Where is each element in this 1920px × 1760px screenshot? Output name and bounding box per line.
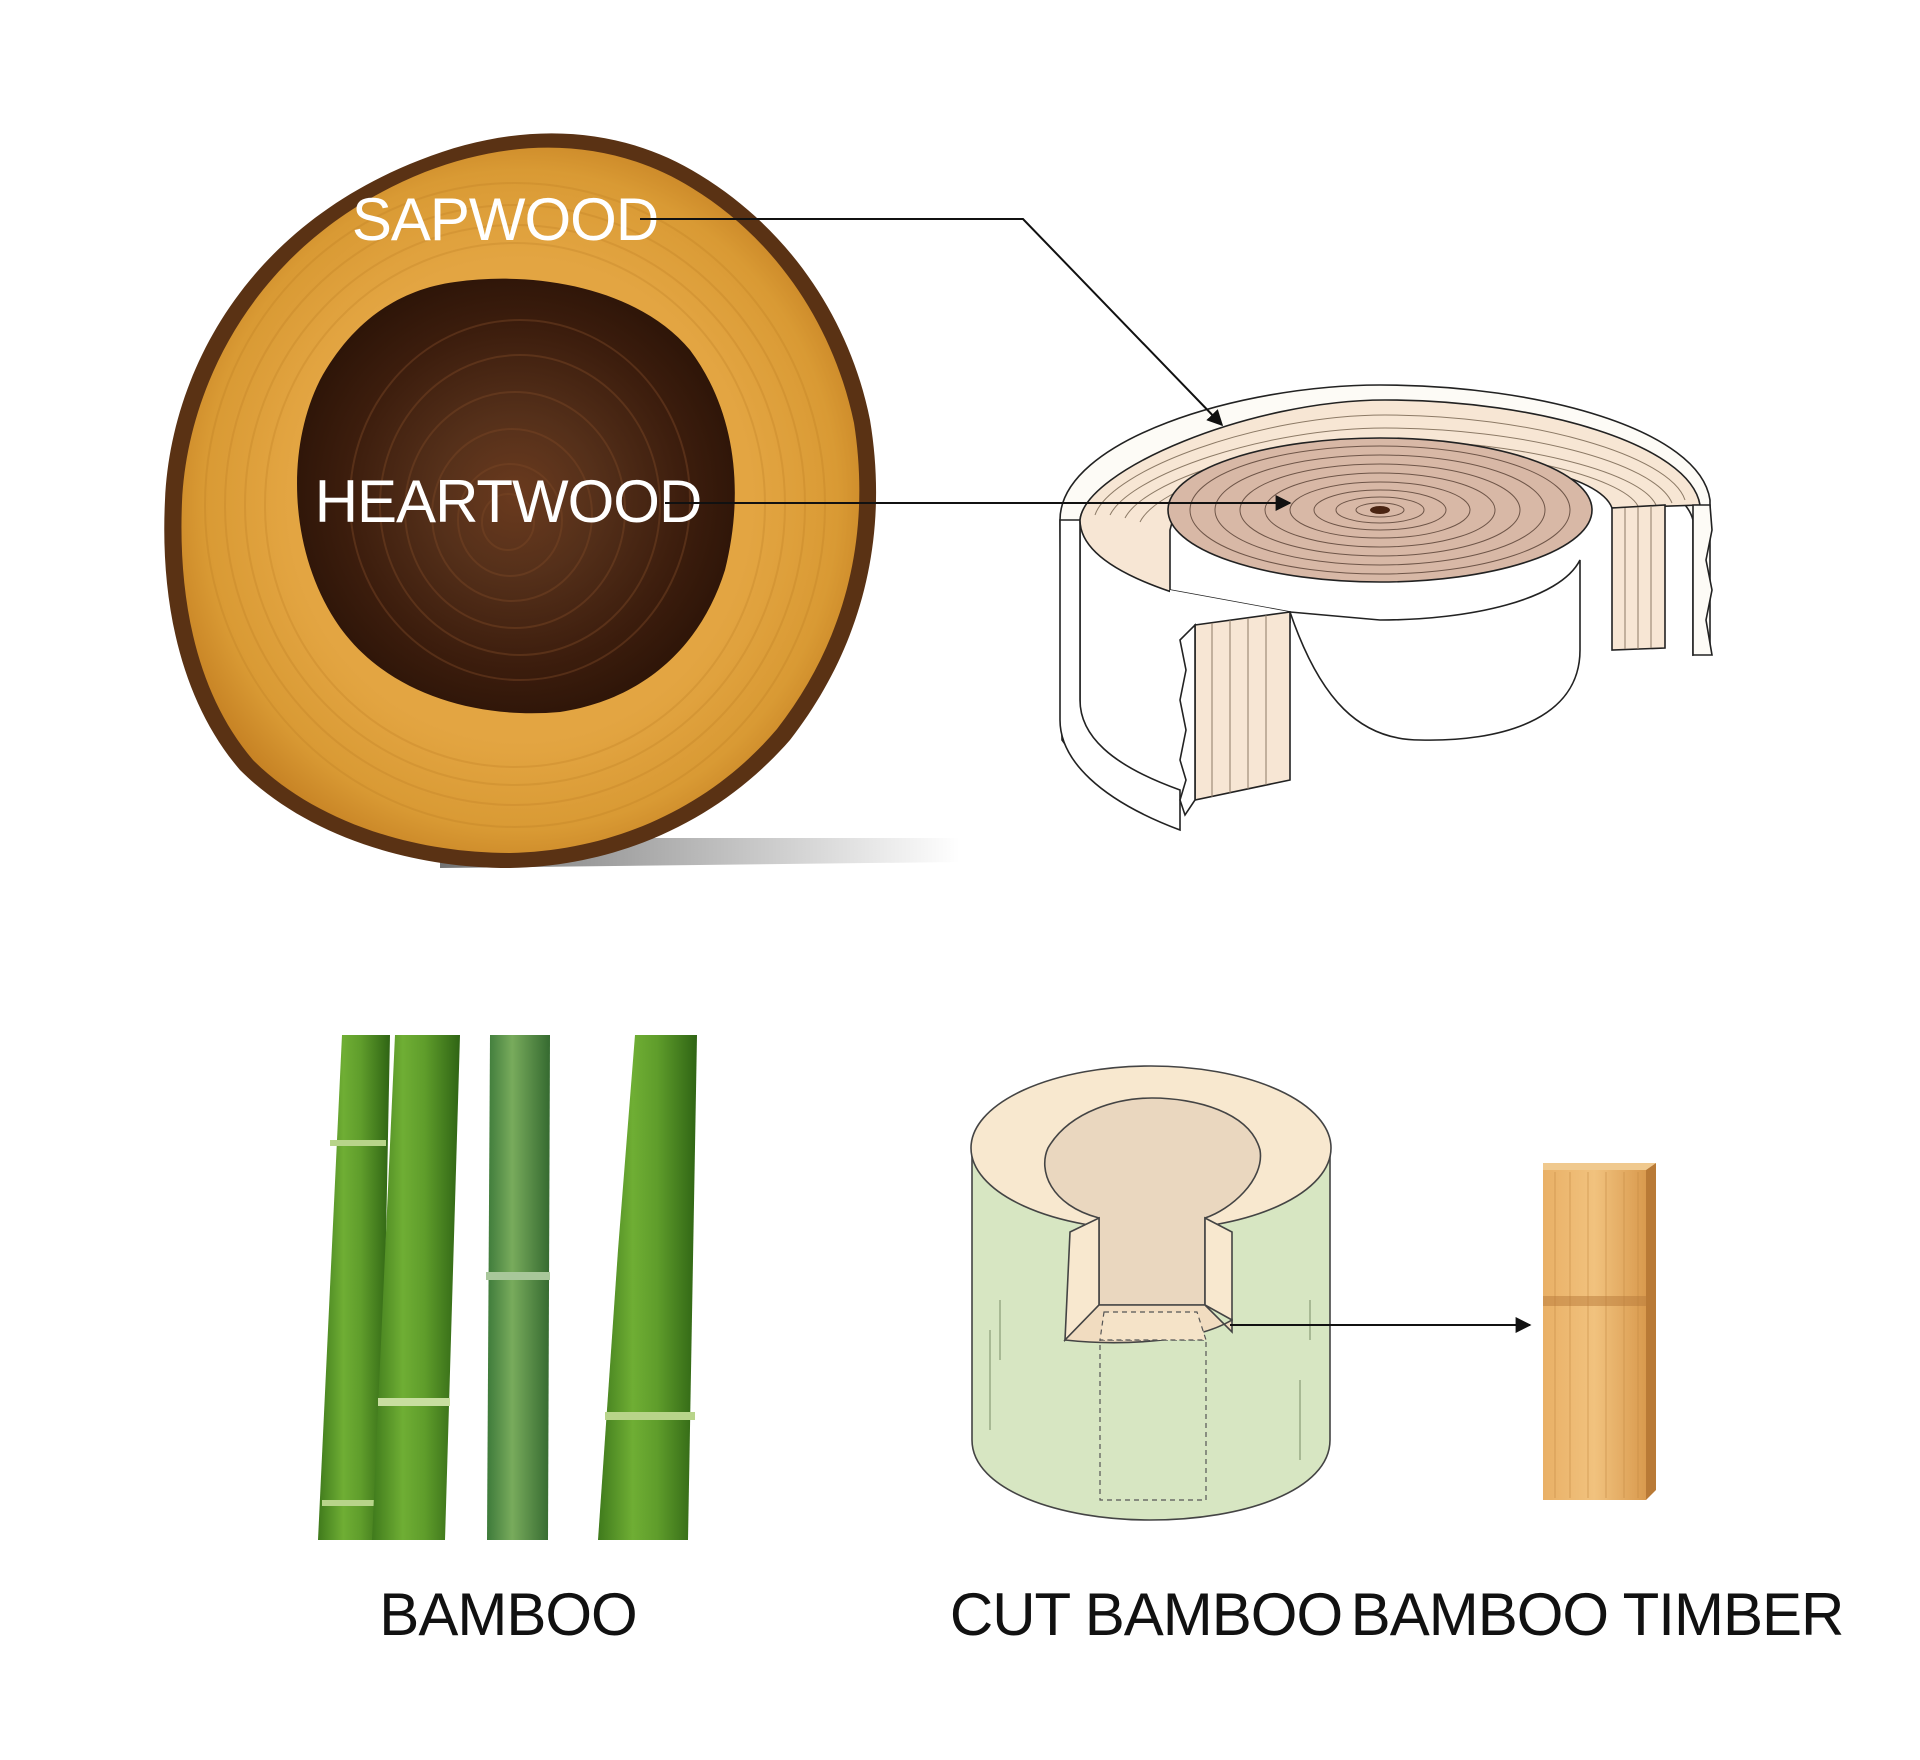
bamboo-stalk-3 xyxy=(486,1035,550,1540)
log-illustration xyxy=(1059,384,1713,832)
sapwood-cut-face-right-lines xyxy=(1624,506,1652,649)
sapwood-leader-line xyxy=(640,218,1224,427)
heartwood-growth-rings xyxy=(349,319,691,681)
sapwood-label: SAPWOOD xyxy=(352,186,658,253)
timber-front xyxy=(1543,1170,1646,1500)
cylinder-front xyxy=(1288,559,1581,741)
bamboo-timber-block xyxy=(1543,1163,1656,1500)
outer-wall xyxy=(1059,519,1181,832)
bamboo-stalks xyxy=(318,1035,697,1540)
heartwood-area xyxy=(297,278,735,714)
cut-bamboo-illustration xyxy=(970,1065,1332,1521)
bamboo-label: BAMBOO xyxy=(379,1581,636,1648)
cut-bamboo-grain xyxy=(989,1300,1311,1460)
cut-bamboo-label: CUT BAMBOO xyxy=(950,1581,1342,1648)
pith xyxy=(1370,506,1390,514)
sapwood-growth-rings xyxy=(204,182,826,828)
bamboo-stalk-2 xyxy=(372,1035,460,1540)
timber-node-band xyxy=(1543,1296,1646,1306)
sapwood-cut-face-left xyxy=(1194,611,1291,801)
cut-bamboo-inner-hole xyxy=(1044,1097,1262,1306)
cut-bamboo-strip-top-dashed xyxy=(1099,1311,1207,1341)
timber-side xyxy=(1646,1163,1656,1500)
timber-top xyxy=(1543,1163,1656,1170)
cut-bamboo-slot-right xyxy=(1204,1216,1233,1322)
bark-edge-right xyxy=(1692,504,1713,656)
sapwood-cut-face-left-lines xyxy=(1211,615,1267,797)
cut-bamboo-strip-dashed xyxy=(1099,1339,1207,1501)
bamboo-timber-label: BAMBOO TIMBER xyxy=(1351,1581,1844,1648)
log-cross-section xyxy=(164,133,960,869)
timber-grain xyxy=(1554,1172,1639,1498)
bark-edge-left xyxy=(1179,623,1196,817)
bamboo-stalk-4 xyxy=(598,1035,697,1540)
heartwood-label: HEARTWOOD xyxy=(315,468,702,535)
bamboo-stalk-1 xyxy=(318,1035,390,1540)
